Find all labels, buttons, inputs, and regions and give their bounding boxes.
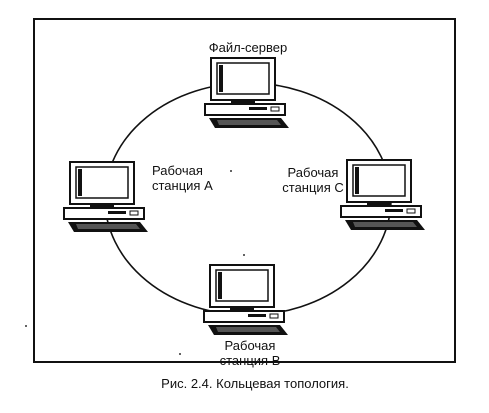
figure-frame: [33, 18, 456, 363]
station-a-label-line1: Рабочая: [152, 163, 203, 178]
stray-dot: [243, 254, 245, 256]
station-b-computer-icon: [203, 264, 289, 336]
station-a-label-line2: станция A: [152, 178, 213, 193]
station-c-computer-icon: [340, 159, 426, 231]
station-c-label-line1: Рабочая: [287, 165, 339, 180]
server-label: Файл-сервер: [208, 40, 288, 55]
station-a-computer-icon: [63, 161, 149, 233]
station-a-label: Рабочая станция A: [152, 163, 213, 193]
stray-dot: [179, 353, 181, 355]
server-computer-icon: [204, 57, 290, 129]
stray-dot: [25, 325, 27, 327]
figure-caption: Рис. 2.4. Кольцевая топология.: [161, 376, 349, 391]
stray-dot: [230, 170, 232, 172]
station-b-label: Рабочая станция B: [210, 338, 290, 368]
station-b-label-line1: Рабочая: [224, 338, 276, 353]
station-c-label: Рабочая станция C: [276, 165, 350, 195]
station-c-label-line2: станция C: [282, 180, 344, 195]
station-b-label-line2: станция B: [219, 353, 281, 368]
